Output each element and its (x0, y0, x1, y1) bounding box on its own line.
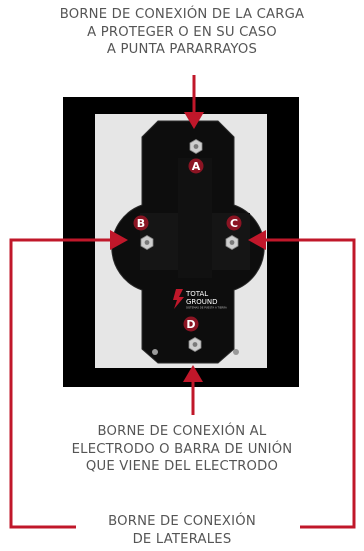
lightning-bolt-icon (173, 289, 184, 309)
terminal-b-label: B (137, 217, 145, 230)
nut-a (189, 139, 203, 154)
bottom-arrow (183, 365, 203, 415)
total-ground-logo: TOTAL GROUND SISTEMAS DE PUESTA A TIERRA (173, 289, 227, 310)
bottom-terminal-caption: BORNE DE CONEXIÓN AL ELECTRODO O BARRA D… (0, 423, 364, 476)
terminal-a-label: A (192, 160, 201, 173)
terminal-d-label: D (186, 318, 195, 331)
caption-line: A PROTEGER O EN SU CASO (87, 24, 277, 40)
nut-b (140, 235, 154, 250)
top-terminal-caption: BORNE DE CONEXIÓN DE LA CARGA A PROTEGER… (0, 6, 364, 59)
nut-c (225, 235, 239, 250)
screw (152, 349, 158, 355)
caption-line: A PUNTA PARARRAYOS (106, 42, 258, 57)
terminal-a-badge: A (188, 158, 204, 174)
caption-line: QUE VIENE DEL ELECTRODO (85, 459, 279, 474)
logo-line2: GROUND (186, 298, 218, 306)
top-arrow (184, 75, 204, 129)
caption-line: DE LATERALES (132, 531, 232, 547)
terminal-b-badge: B (133, 215, 149, 231)
lateral-bracket (9, 230, 356, 529)
center-channel (178, 158, 212, 278)
screw (233, 349, 239, 355)
caption-line: BORNE DE CONEXIÓN (108, 514, 256, 529)
logo-tagline: SISTEMAS DE PUESTA A TIERRA (186, 306, 227, 310)
nut-d (188, 337, 202, 352)
caption-line: ELECTRODO O BARRA DE UNIÓN (71, 441, 293, 457)
terminal-c-label: C (230, 217, 238, 230)
terminal-d-badge: D (183, 316, 199, 332)
terminal-c-badge: C (226, 215, 242, 231)
caption-line: BORNE DE CONEXIÓN DE LA CARGA (59, 7, 305, 22)
lateral-terminals-caption: BORNE DE CONEXIÓN DE LATERALES (62, 513, 302, 548)
logo-line1: TOTAL (185, 290, 208, 298)
caption-line: BORNE DE CONEXIÓN AL (97, 424, 267, 439)
